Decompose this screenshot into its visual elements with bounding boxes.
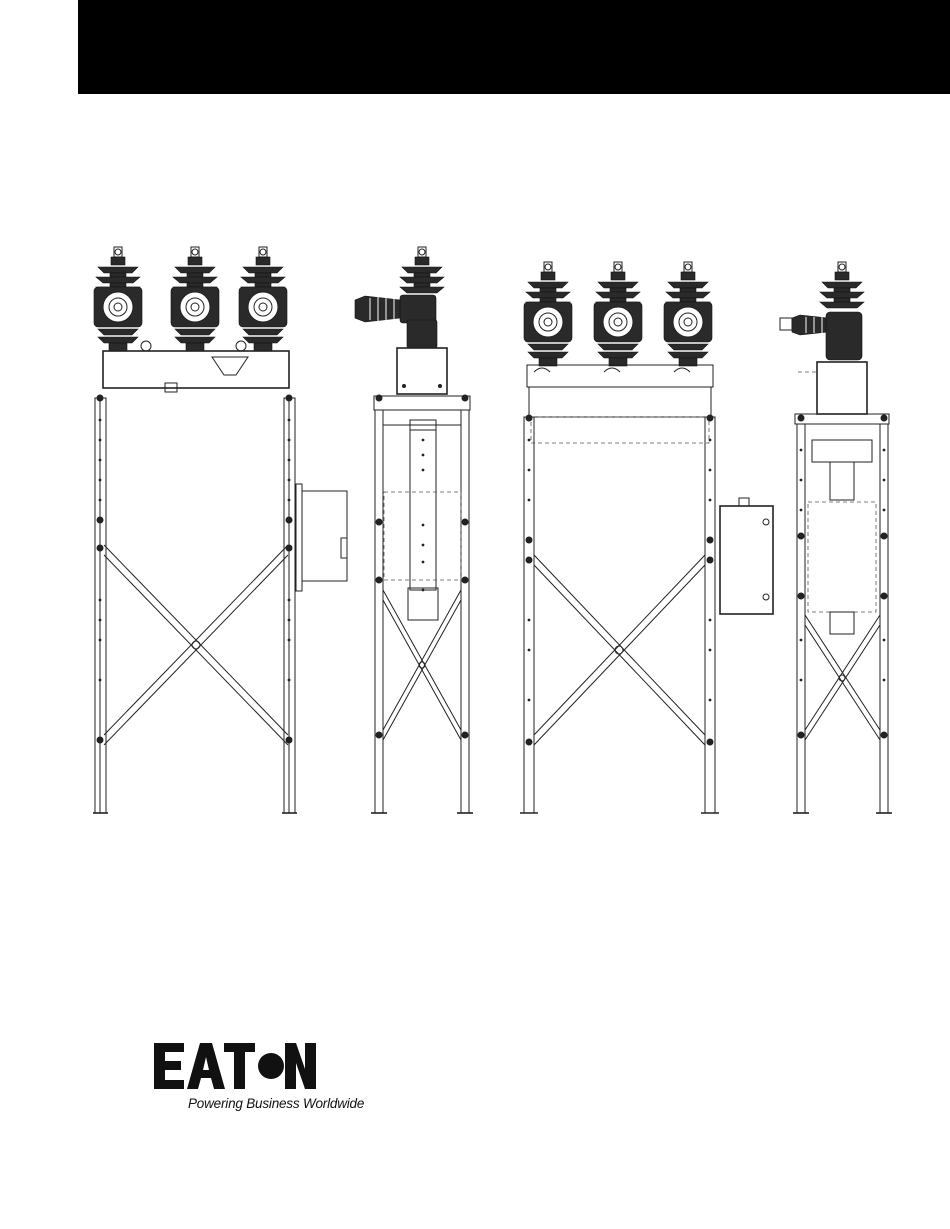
drawing-three-phase-front-with-cabinet [520, 262, 773, 813]
drawing-single-phase-side-with-cabinet [780, 262, 892, 813]
logo-tagline: Powering Business Worldwide [188, 1096, 364, 1111]
eaton-logo: Powering Business Worldwide [154, 1043, 384, 1115]
eaton-wordmark-logo [154, 1043, 316, 1089]
drawing-three-phase-front [93, 247, 347, 813]
drawing-single-phase-side [355, 247, 473, 813]
